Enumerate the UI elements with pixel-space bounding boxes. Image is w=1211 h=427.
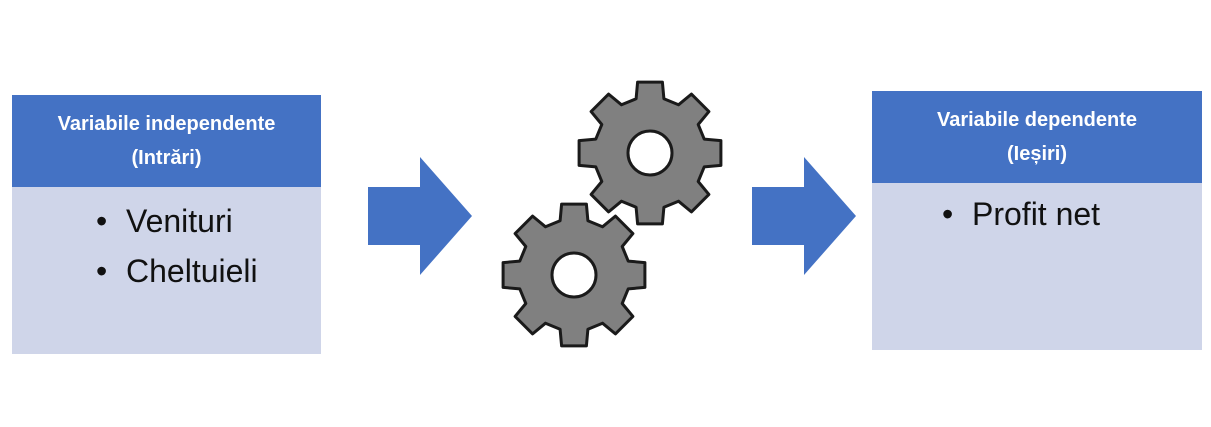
list-item: • Profit net	[942, 189, 1202, 239]
gear-icon	[577, 80, 723, 226]
outputs-title: Variabile dependente	[936, 109, 1138, 131]
list-item: • Venituri	[96, 196, 321, 246]
outputs-header: Variabile dependente (Ieșiri)	[872, 91, 1202, 183]
output-item-label: Profit net	[972, 196, 1101, 232]
gear-icon	[501, 202, 647, 348]
gear-hole	[626, 129, 674, 177]
outputs-box: Variabile dependente (Ieșiri) • Profit ne…	[872, 91, 1202, 350]
input-item-label: Venituri	[126, 203, 233, 239]
arrow-right-icon	[368, 157, 472, 275]
bullet: •	[96, 203, 108, 239]
outputs-list: • Profit net	[872, 189, 1202, 239]
arrow-right-icon	[752, 157, 856, 275]
inputs-list: • Venituri • Cheltuieli	[12, 196, 321, 296]
gear-hole	[550, 251, 598, 299]
inputs-title: Variabile independente	[57, 113, 276, 135]
gears-icon	[501, 80, 723, 348]
inputs-box: Variabile independente (Intrări) • Venitu…	[12, 95, 321, 354]
inputs-header: Variabile independente (Intrări)	[12, 95, 321, 187]
bullet: •	[96, 253, 108, 289]
outputs-list-area: • Profit net	[872, 186, 1202, 350]
list-item: • Cheltuieli	[96, 246, 321, 296]
inputs-list-area: • Venituri • Cheltuieli	[12, 190, 321, 354]
inputs-subtitle: (Intrări)	[131, 147, 202, 169]
outputs-subtitle: (Ieșiri)	[1006, 143, 1068, 165]
input-item-label: Cheltuieli	[126, 253, 258, 289]
bullet: •	[942, 196, 954, 232]
